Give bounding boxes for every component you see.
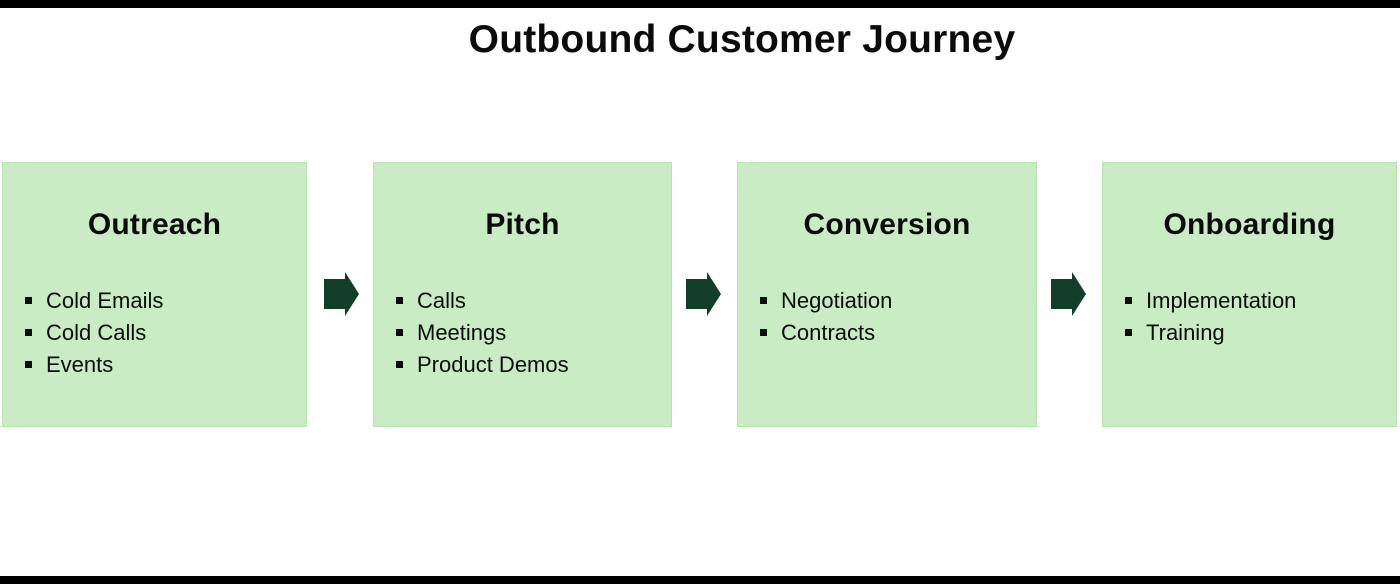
page-title: Outbound Customer Journey [468, 18, 1016, 61]
stage-title: Outreach [87, 208, 222, 241]
stage-title: Pitch [485, 208, 560, 241]
stage-item: Cold Emails [25, 285, 296, 317]
stage-onboarding: Onboarding Implementation Training [1102, 162, 1397, 427]
bottom-border-bar [0, 576, 1400, 584]
flow-arrow-right-icon [324, 272, 359, 316]
stage-item: Training [1125, 317, 1386, 349]
stage-title: Onboarding [1163, 208, 1336, 241]
flow-arrow-right-icon [686, 272, 721, 316]
stage-item: Calls [396, 285, 661, 317]
stage-item: Product Demos [396, 349, 661, 381]
stage-item: Negotiation [760, 285, 1026, 317]
arrow-head [345, 272, 359, 316]
arrow-head [1072, 272, 1086, 316]
stage-item-list: Calls Meetings Product Demos [374, 285, 671, 381]
stage-item-list: Negotiation Contracts [738, 285, 1036, 349]
stage-outreach: Outreach Cold Emails Cold Calls Events [2, 162, 307, 427]
stage-item: Contracts [760, 317, 1026, 349]
stage-item-list: Cold Emails Cold Calls Events [3, 285, 306, 381]
stage-item-list: Implementation Training [1103, 285, 1396, 349]
stage-item: Implementation [1125, 285, 1386, 317]
stage-title: Conversion [803, 208, 971, 241]
arrow-shaft [686, 279, 707, 309]
stage-item: Meetings [396, 317, 661, 349]
arrow-shaft [324, 279, 345, 309]
arrow-head [707, 272, 721, 316]
stage-item: Cold Calls [25, 317, 296, 349]
stage-pitch: Pitch Calls Meetings Product Demos [373, 162, 672, 427]
arrow-shaft [1051, 279, 1072, 309]
top-border-bar [0, 0, 1400, 8]
stage-conversion: Conversion Negotiation Contracts [737, 162, 1037, 427]
stage-item: Events [25, 349, 296, 381]
flow-arrow-right-icon [1051, 272, 1086, 316]
